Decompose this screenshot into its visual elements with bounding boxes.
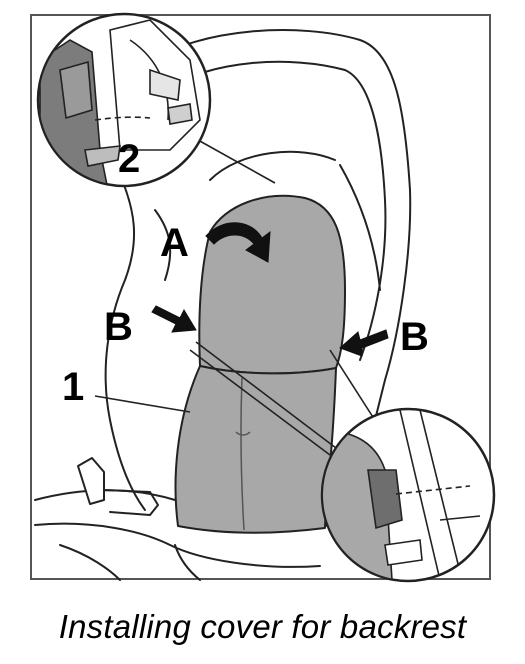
arrows: [151, 222, 389, 357]
label-part-1: 1: [62, 365, 84, 409]
cover-lower-panel: [174, 365, 337, 534]
figure-frame: [30, 14, 491, 580]
label-step-b-left: B: [104, 305, 133, 349]
label-step-b-right: B: [400, 315, 429, 359]
cover-upper-panel: [198, 194, 346, 375]
leader-lines: [94, 139, 379, 456]
arrow-b-left-icon: [151, 305, 197, 333]
label-step-a: A: [160, 221, 189, 265]
figure-caption: Installing cover for backrest: [58, 608, 467, 645]
backrest-cover: [174, 194, 346, 534]
detail-inset-bottom-right: [320, 407, 496, 583]
seat-outline: [34, 29, 412, 581]
detail-inset-2: [36, 12, 212, 188]
label-part-2: 2: [118, 137, 140, 181]
curved-arrow-a-icon: [205, 222, 271, 263]
arrow-b-right-icon: [339, 329, 389, 357]
